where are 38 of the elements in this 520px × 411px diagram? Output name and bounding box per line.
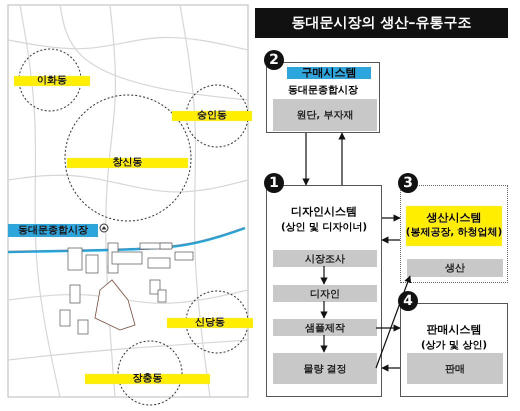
system-box (266, 185, 382, 397)
step-box: 판매 (407, 353, 503, 384)
arrow (375, 275, 412, 368)
place-label: 신당동 (167, 318, 253, 328)
arrow (320, 301, 328, 319)
system-subtitle: (상가 및 상인) (420, 339, 488, 352)
place-label: 동대문종합시장 (8, 224, 98, 237)
place-label: 창신동 (67, 158, 188, 168)
step-box: 물량 결정 (273, 353, 377, 384)
system-subtitle: (봉제공장, 하청업체) (404, 226, 504, 239)
arrow (381, 236, 400, 244)
system-subtitle: (상인 및 디자이너) (280, 221, 368, 234)
system-title: 판매시스템 (426, 322, 482, 337)
step-number: 3 (398, 173, 418, 193)
system-title: 구매시스템 (287, 67, 371, 79)
arrow (382, 214, 401, 222)
place-label: 숭인동 (172, 111, 252, 121)
step-box: 원단, 부자재 (273, 99, 377, 131)
arrow (381, 364, 400, 372)
step-number: 1 (264, 173, 284, 193)
step-box: 생산 (407, 259, 503, 277)
place-label: 장충동 (85, 374, 210, 384)
arrow (320, 266, 328, 285)
arrow (338, 132, 346, 185)
system-subtitle: 동대문종합시장 (287, 84, 359, 97)
system-title: 디자인시스템 (290, 204, 358, 219)
arrow (320, 335, 328, 353)
system-box (266, 62, 380, 133)
step-box: 디자인 (273, 285, 377, 302)
arrow (302, 133, 310, 186)
system-box (400, 303, 508, 397)
step-box: 샘플제작 (273, 319, 377, 336)
step-number: 2 (264, 50, 284, 70)
title-banner: 동대문시장의 생산–유통구조 (255, 8, 508, 38)
place-label: 이화동 (14, 76, 90, 86)
system-title: 생산시스템 (426, 210, 482, 225)
arrow (376, 324, 401, 332)
step-box: 시장조사 (273, 250, 377, 267)
